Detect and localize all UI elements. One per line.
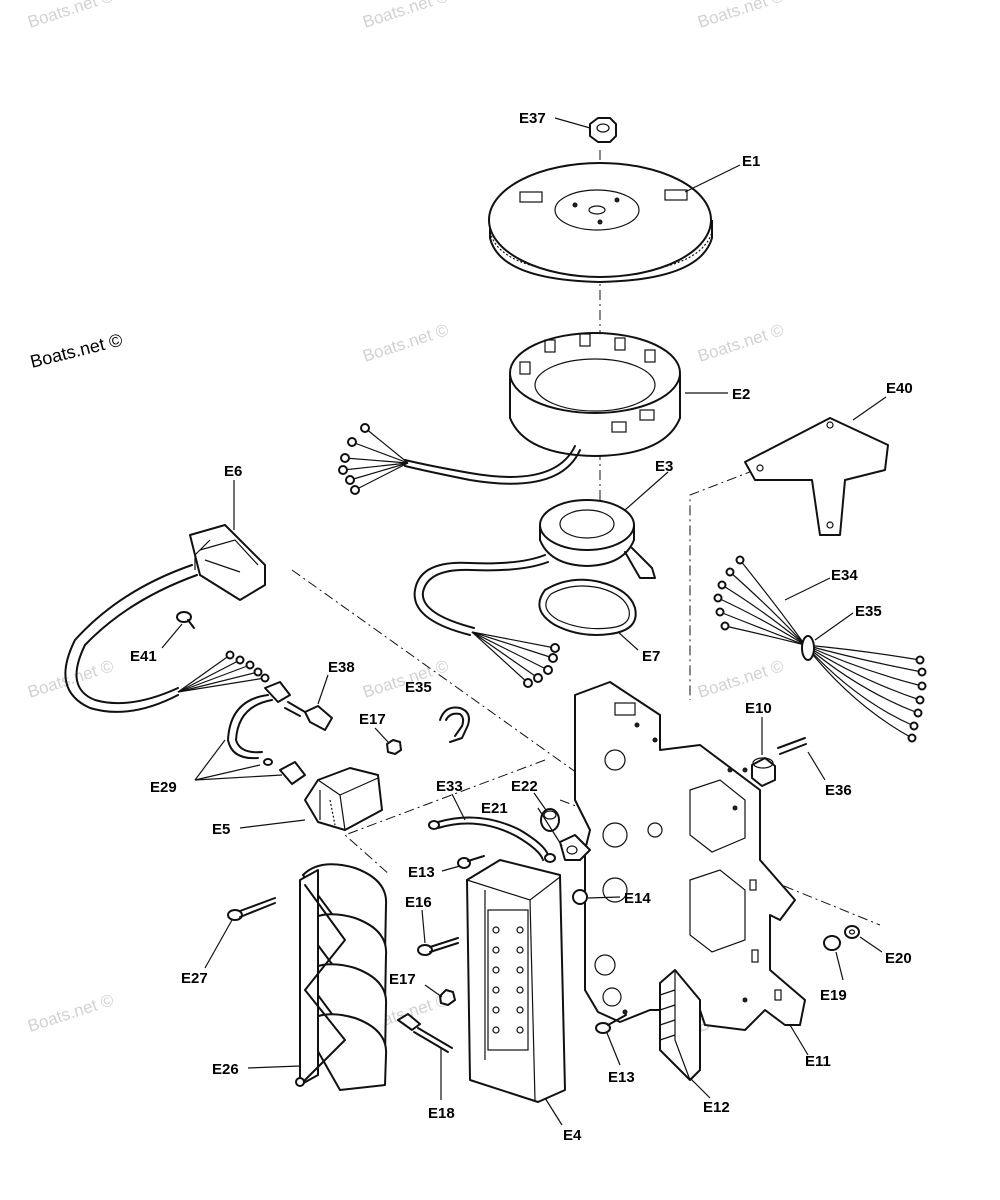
screw-e13-upper [457,855,485,869]
mounting-plate-e11 [574,681,806,1031]
leader-lines [161,117,887,1126]
label-e13-lower: E13 [608,1069,635,1086]
ground-cable-e33 [428,816,556,863]
stator-wire-bundle [338,423,409,495]
label-e7: E7 [642,648,660,665]
label-e16: E16 [405,894,432,911]
wire-harness-e34 [713,555,927,743]
label-e17-upper: E17 [359,711,386,728]
bracket-e40 [744,417,889,536]
nut-e37 [589,117,617,143]
label-e41: E41 [130,648,157,665]
clamp-e35 [439,706,470,743]
watermark-text: Boats.net © [25,990,116,1036]
label-e38: E38 [328,659,355,676]
ignition-coil-e5 [304,767,383,831]
watermark-text: Boats.net © [360,320,451,366]
gasket-e7 [538,578,637,636]
watermark-text-main: Boats.net © [28,330,124,372]
rectifier-e6 [64,524,266,713]
stud-e18 [397,1013,453,1053]
label-e13-upper: E13 [408,864,435,881]
plug-wire-e29 [227,681,306,785]
clip-e21 [559,834,591,861]
label-e26: E26 [212,1061,239,1078]
bolt-e41 [176,611,195,629]
label-e5: E5 [212,821,230,838]
label-e19: E19 [820,987,847,1004]
switch-box-terminals [492,926,524,1034]
label-e20: E20 [885,950,912,967]
label-e36: E36 [825,782,852,799]
trigger-wire-bundle [471,631,560,688]
trigger-e3 [413,499,656,636]
label-e37: E37 [519,110,546,127]
nut-e17-lower [439,989,456,1006]
watermark-text: Boats.net © [695,656,786,702]
watermark-text: Boats.net © [695,320,786,366]
label-e1: E1 [742,153,760,170]
label-e35-right: E35 [855,603,882,620]
label-e29: E29 [150,779,177,796]
rectifier-wires [177,650,270,693]
label-e11: E11 [805,1053,831,1070]
label-e10: E10 [745,700,772,717]
bolt-e27 [227,897,276,921]
label-e34: E34 [831,567,858,584]
watermark-text: Boats.net © [25,656,116,702]
label-e17-lower: E17 [389,971,416,988]
label-e12: E12 [703,1099,730,1116]
washer-e20 [844,925,860,939]
stator-e2 [404,332,681,485]
spacer-e10 [751,757,776,787]
label-e4: E4 [563,1127,582,1144]
sender-e38 [284,701,333,731]
bolt-e16 [417,937,459,956]
label-e22: E22 [511,778,538,795]
watermark-text: Boats.net © [360,0,451,32]
label-e3: E3 [655,458,673,475]
bolt-e36 [777,737,807,755]
label-e6: E6 [224,463,242,480]
label-e18: E18 [428,1105,455,1122]
watermark-text: Boats.net © [695,0,786,32]
label-e14: E14 [624,890,651,907]
terminal-block-e12 [659,969,701,1081]
nut-e17-upper [386,739,402,755]
switch-box-e4 [466,859,566,1103]
screw-e13-lower [595,1014,627,1034]
label-e21: E21 [481,800,508,817]
grommet-e19 [823,935,841,951]
label-e2: E2 [732,386,750,403]
coil-assembly-e26 [295,863,388,1091]
spacer-e14 [572,889,588,905]
part-labels: E37 E1 E2 E3 E40 E6 E7 E34 E35 E41 E38 E… [130,110,913,1144]
label-e40: E40 [886,380,913,397]
label-e27: E27 [181,970,208,987]
label-e35-left: E35 [405,679,432,696]
label-e33: E33 [436,778,463,795]
flywheel-e1 [488,162,713,283]
watermark-text: Boats.net © [25,0,116,32]
grommet-e22 [540,808,560,832]
